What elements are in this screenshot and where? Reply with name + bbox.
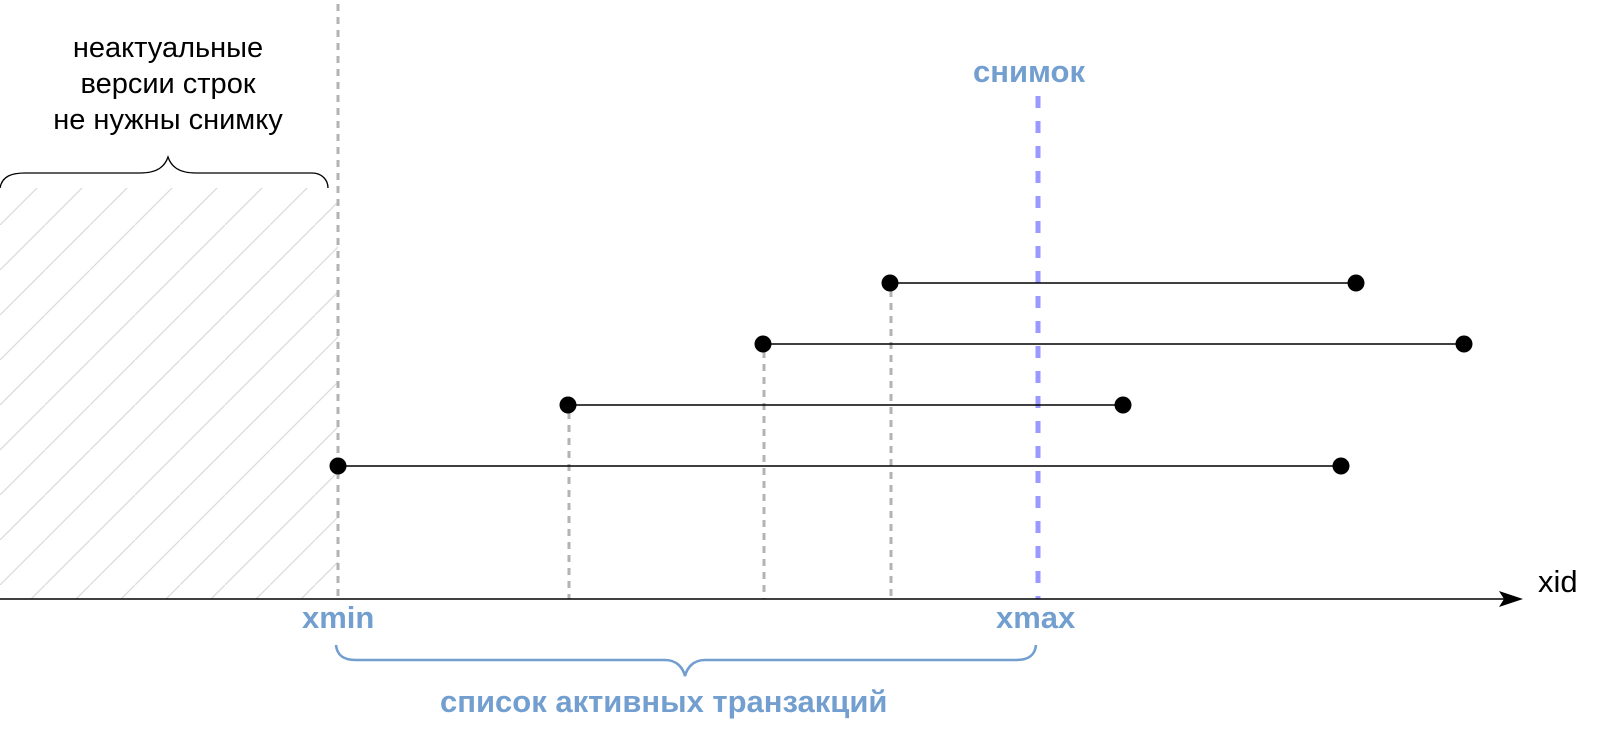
transaction-start-dot [881,274,899,292]
xid-axis [0,591,1523,607]
active-transactions-label: список активных транзакций [440,684,888,719]
obsolete-note-line-2: версии строк [80,68,256,100]
transaction-1 [329,457,1350,475]
obsolete-versions-region [0,188,338,599]
xmin-label: xmin [302,600,375,635]
transaction-bars [329,274,1473,475]
transaction-start-dot [754,335,772,353]
xid-axis-label: xid [1538,564,1578,599]
transaction-2 [559,396,1132,414]
snapshot-label: снимок [973,54,1085,89]
axis-arrow-icon [1499,591,1523,607]
obsolete-region-brace [0,154,329,189]
obsolete-note-line-1: неактуальные [72,32,264,64]
transaction-start-guides [336,4,893,599]
obsolete-versions-note: неактуальные версии строк не нужны снимк… [0,30,336,138]
transaction-end-dot [1455,335,1473,353]
transaction-start-dot [559,396,577,414]
xmax-label: xmax [996,600,1076,635]
transaction-end-dot [1332,457,1350,475]
active-list-brace [334,644,1038,677]
transaction-end-dot [1114,396,1132,414]
transaction-3 [754,335,1473,353]
transaction-4 [881,274,1365,292]
obsolete-note-line-3: не нужны снимку [53,104,283,136]
transaction-end-dot [1347,274,1365,292]
transaction-start-dot [329,457,347,475]
